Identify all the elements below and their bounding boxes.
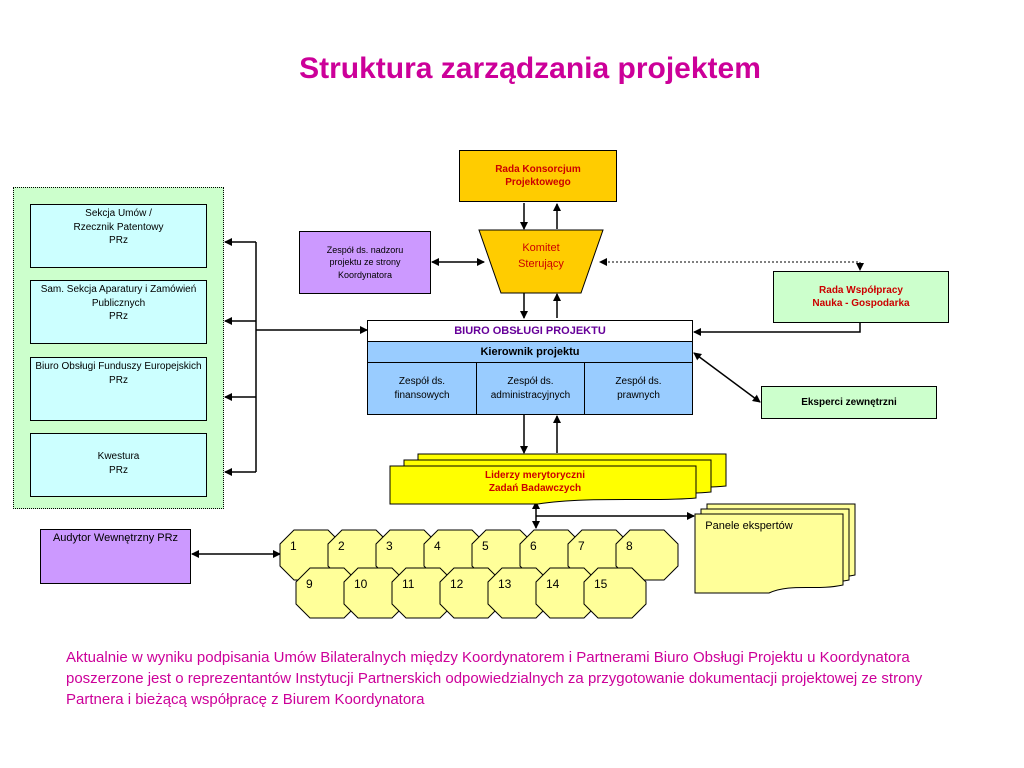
liderzy-shape: Liderzy merytoryczni Zadań Badawczych bbox=[389, 453, 727, 505]
unit-3-line1: Biuro Obsługi Funduszy Europejskich bbox=[35, 361, 202, 372]
task-number-15: 15 bbox=[594, 577, 608, 591]
unit-2-line1: Sam. Sekcja Aparatury i Zamówień bbox=[40, 284, 197, 295]
unit-sekcja-umow: Sekcja Umów / Rzecznik Patentowy PRz bbox=[30, 204, 207, 268]
eksperci-zewnetrzni-box: Eksperci zewnętrzni bbox=[761, 386, 937, 419]
rada-wspolpracy-line1: Rada Współpracy bbox=[819, 284, 903, 296]
unit-1-line3: PRz bbox=[109, 235, 128, 246]
task-number-2: 2 bbox=[338, 539, 345, 553]
biuro-obslugi-projektu: BIURO OBSŁUGI PROJEKTU Kierownik projekt… bbox=[367, 320, 693, 415]
unit-sekcja-aparatury: Sam. Sekcja Aparatury i Zamówień Publicz… bbox=[30, 280, 207, 344]
bottom-note: Aktualnie w wyniku podpisania Umów Bilat… bbox=[66, 649, 923, 708]
task-number-13: 13 bbox=[498, 577, 512, 591]
rada-wspolpracy-line2: Nauka - Gospodarka bbox=[812, 298, 910, 309]
liderzy-line1: Liderzy merytoryczni bbox=[485, 470, 585, 481]
task-number-1: 1 bbox=[290, 539, 297, 553]
task-number-10: 10 bbox=[354, 577, 368, 591]
panele-ekspertow-shape: Panele ekspertów bbox=[694, 503, 856, 594]
task-octagon-12 bbox=[439, 567, 503, 619]
unit-1-line1: Sekcja Umów / bbox=[85, 208, 152, 219]
zespol-administracyjny: Zespół ds. administracyjnych bbox=[477, 363, 585, 414]
rada-konsorcjum-line2: Projektowego bbox=[505, 177, 571, 188]
zespol-prawny: Zespół ds. prawnych bbox=[585, 363, 692, 414]
zespol-finansowy-line1: Zespół ds. bbox=[398, 376, 446, 387]
task-number-7: 7 bbox=[578, 539, 585, 553]
komitet-sterujacy-shape: Komitet Sterujący bbox=[478, 229, 604, 294]
unit-2-line3: PRz bbox=[109, 311, 128, 322]
komitet-line2: Sterujący bbox=[518, 258, 564, 270]
audytor-box: Audytor Wewnętrzny PRz bbox=[40, 529, 191, 584]
arrow-biuro-eksperci bbox=[693, 352, 761, 403]
biuro-header: BIURO OBSŁUGI PROJEKTU bbox=[368, 321, 692, 342]
panele-label: Panele ekspertów bbox=[705, 520, 792, 532]
task-number-12: 12 bbox=[450, 577, 464, 591]
task-octagon-9 bbox=[295, 567, 359, 619]
komitet-line1: Komitet bbox=[522, 242, 559, 254]
zespol-nadzoru-line3: Koordynatora bbox=[337, 269, 393, 280]
unit-1-line2: Rzecznik Patentowy bbox=[73, 221, 164, 233]
task-number-4: 4 bbox=[434, 539, 441, 553]
task-octagon-10 bbox=[343, 567, 407, 619]
zespol-nadzoru-line2: projektu ze strony bbox=[329, 257, 401, 268]
rada-konsorcjum-line1: Rada Konsorcjum bbox=[495, 163, 581, 175]
zespol-administracyjny-line2: administracyjnych bbox=[490, 389, 571, 401]
liderzy-line2: Zadań Badawczych bbox=[489, 483, 581, 494]
kierownik-projektu: Kierownik projektu bbox=[368, 342, 692, 363]
unit-kwestura: Kwestura PRz bbox=[30, 433, 207, 497]
page-title: Struktura zarządzania projektem bbox=[299, 52, 761, 85]
task-octagon-15 bbox=[583, 567, 647, 619]
task-number-5: 5 bbox=[482, 539, 489, 553]
unit-4-line2: Kwestura bbox=[97, 451, 140, 462]
unit-2-line2: Publicznych bbox=[91, 297, 146, 309]
zespol-nadzoru-line1: Zespół ds. nadzoru bbox=[326, 245, 404, 256]
zespol-prawny-line2: prawnych bbox=[617, 389, 660, 401]
task-number-9: 9 bbox=[306, 577, 313, 591]
zespol-prawny-line1: Zespół ds. bbox=[615, 376, 662, 387]
task-number-11: 11 bbox=[402, 577, 415, 591]
zespol-finansowy: Zespół ds. finansowych bbox=[368, 363, 477, 414]
task-octagon-14 bbox=[535, 567, 599, 619]
dotted-link-rada-wspolpracy bbox=[599, 258, 864, 271]
task-number-6: 6 bbox=[530, 539, 537, 553]
task-number-8: 8 bbox=[626, 539, 633, 553]
task-octagon-11 bbox=[391, 567, 455, 619]
zespol-administracyjny-line1: Zespół ds. bbox=[507, 376, 554, 387]
arrow-rada-wspolpracy-to-biuro bbox=[693, 323, 861, 336]
task-number-14: 14 bbox=[546, 577, 560, 591]
task-octagon-13 bbox=[487, 567, 551, 619]
unit-biuro-funduszy: Biuro Obsługi Funduszy Europejskich PRz bbox=[30, 357, 207, 421]
unit-3-line2: PRz bbox=[109, 374, 128, 386]
task-number-3: 3 bbox=[386, 539, 393, 553]
zespol-finansowy-line2: finansowych bbox=[394, 389, 450, 401]
unit-4-line3: PRz bbox=[109, 464, 128, 476]
